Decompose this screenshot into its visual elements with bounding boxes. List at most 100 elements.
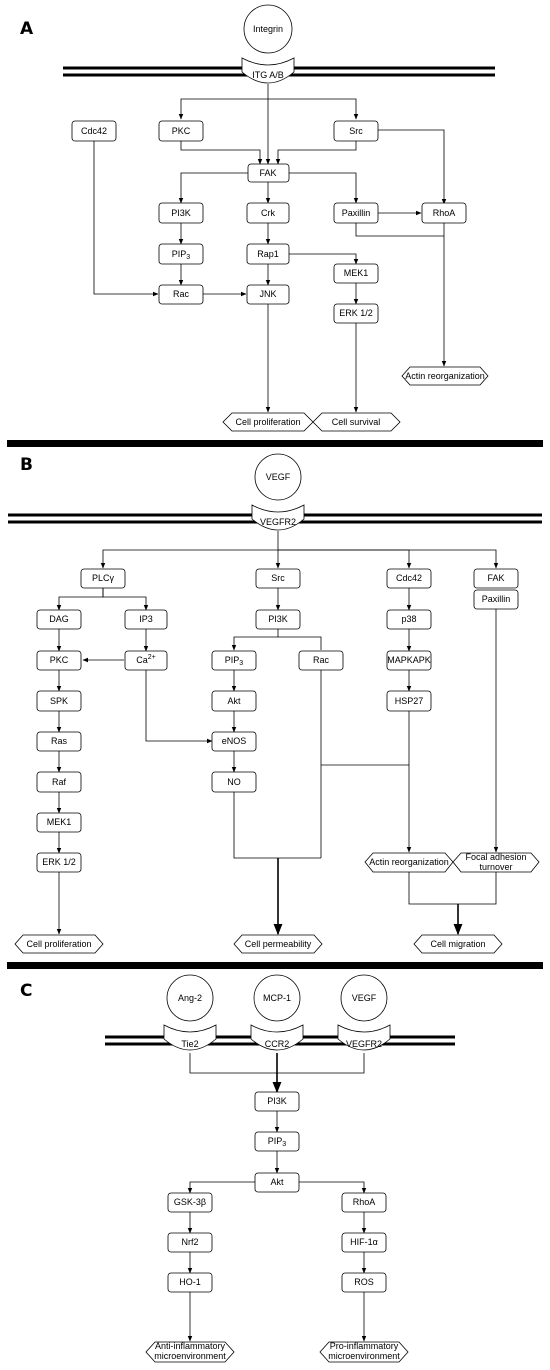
svg-text:PI3K: PI3K xyxy=(171,208,191,218)
svg-text:Cell proliferation: Cell proliferation xyxy=(26,939,91,949)
svg-text:HSP27: HSP27 xyxy=(395,696,424,706)
svg-text:RhoA: RhoA xyxy=(353,1197,376,1207)
node-b-mek1: MEK1 xyxy=(36,812,82,833)
node-b-raf: Raf xyxy=(36,771,82,793)
node-a-jnk: JNK xyxy=(246,284,290,305)
node-b-hsp27: HSP27 xyxy=(386,690,432,712)
node-a-rap1: Rap1 xyxy=(246,243,290,265)
outcome-a-cell-proliferation: Cell proliferation xyxy=(222,412,314,432)
svg-text:Focal adhesion: Focal adhesion xyxy=(465,852,526,862)
svg-text:ROS: ROS xyxy=(354,1277,374,1287)
svg-text:HO-1: HO-1 xyxy=(179,1277,201,1287)
separator-a-b xyxy=(7,440,543,447)
panel-c-edges xyxy=(187,1053,367,1342)
node-b-plcy: PLCγ xyxy=(80,568,126,589)
vegf-receptor-b: VEGF VEGFR2 xyxy=(251,453,305,531)
svg-text:HIF-1α: HIF-1α xyxy=(350,1237,378,1247)
node-a-pkc: PKC xyxy=(158,120,204,142)
svg-text:Cell permeability: Cell permeability xyxy=(245,939,312,949)
mcp1-label: MCP-1 xyxy=(263,993,291,1003)
ang2-receptor-c: Ang-2 Tie2 xyxy=(163,974,217,1051)
panel-a: A xyxy=(20,4,495,432)
vegf-label-c: VEGF xyxy=(352,993,377,1003)
svg-text:Anti-inflammatory: Anti-inflammatory xyxy=(155,1341,226,1351)
node-c-gsk3b: GSK-3β xyxy=(167,1192,213,1213)
svg-text:RhoA: RhoA xyxy=(433,208,456,218)
svg-text:PLCγ: PLCγ xyxy=(92,573,115,583)
outcome-a-actin-reorganization: Actin reorganization xyxy=(401,366,489,386)
ccr2-label: CCR2 xyxy=(265,1039,290,1049)
node-b-fak: FAK xyxy=(473,568,519,589)
svg-text:Ca2+: Ca2+ xyxy=(136,654,156,665)
svg-text:Akt: Akt xyxy=(227,696,241,706)
ang2-label: Ang-2 xyxy=(178,993,202,1003)
node-c-rhoa: RhoA xyxy=(341,1192,387,1213)
svg-text:DAG: DAG xyxy=(49,614,69,624)
outcome-b-focal-adhesion-turnover: Focal adhesion turnover xyxy=(452,852,540,873)
svg-text:FAK: FAK xyxy=(259,168,276,178)
svg-text:Src: Src xyxy=(349,126,363,136)
svg-text:FAK: FAK xyxy=(487,573,504,583)
svg-text:ERK 1/2: ERK 1/2 xyxy=(42,857,76,867)
svg-text:Cdc42: Cdc42 xyxy=(396,573,422,583)
svg-text:Actin reorganization: Actin reorganization xyxy=(405,371,485,381)
svg-text:MEK1: MEK1 xyxy=(47,817,72,827)
svg-text:Ras: Ras xyxy=(51,736,68,746)
svg-text:Cell proliferation: Cell proliferation xyxy=(235,417,300,427)
tie2-receptor-shape xyxy=(163,1024,217,1051)
node-a-pi3k: PI3K xyxy=(158,202,204,224)
node-c-akt: Akt xyxy=(254,1172,300,1193)
outcome-a-cell-survival: Cell survival xyxy=(312,412,401,432)
outcome-c-anti-inflammatory: Anti-inflammatory microenvironment xyxy=(145,1341,235,1363)
svg-text:Actin reorganization: Actin reorganization xyxy=(369,857,449,867)
panel-c-label: C xyxy=(20,981,32,1001)
node-a-mek1: MEK1 xyxy=(333,263,379,284)
node-b-enos: eNOS xyxy=(211,731,257,752)
node-c-pip3: PIP3 xyxy=(254,1131,300,1152)
integrin-label: Integrin xyxy=(253,24,283,34)
outcome-c-pro-inflammatory: Pro-inflammatory microenvironment xyxy=(319,1341,409,1363)
node-a-pip3: PIP3 xyxy=(158,243,204,265)
svg-text:Rac: Rac xyxy=(313,655,330,665)
node-c-ros: ROS xyxy=(341,1272,387,1293)
node-a-paxillin: Paxillin xyxy=(333,202,379,224)
node-c-ho1: HO-1 xyxy=(167,1272,213,1293)
node-b-pip3: PIP3 xyxy=(211,650,257,671)
svg-text:Paxillin: Paxillin xyxy=(342,208,371,218)
svg-text:PI3K: PI3K xyxy=(267,1096,287,1106)
node-a-erk: ERK 1/2 xyxy=(333,303,379,324)
svg-text:IP3: IP3 xyxy=(139,614,153,624)
vegfr2-receptor-shape-b xyxy=(251,504,305,531)
node-b-erk: ERK 1/2 xyxy=(36,852,82,873)
vegfr2-label-b: VEGFR2 xyxy=(260,517,296,527)
outcome-b-cell-proliferation: Cell proliferation xyxy=(14,934,104,954)
vegfr2-receptor-shape-c xyxy=(337,1024,391,1051)
panel-b-label: B xyxy=(20,455,33,475)
node-a-rhoa: RhoA xyxy=(421,202,467,224)
node-a-cdc42: Cdc42 xyxy=(71,120,117,142)
svg-text:turnover: turnover xyxy=(479,862,512,872)
node-a-fak: FAK xyxy=(247,163,290,183)
svg-text:microenvironment: microenvironment xyxy=(154,1351,226,1361)
svg-text:Rap1: Rap1 xyxy=(257,249,279,259)
ang2-ligand xyxy=(166,974,214,1022)
node-b-dag: DAG xyxy=(36,609,82,630)
svg-text:PKC: PKC xyxy=(50,655,69,665)
outcome-b-actin-reorganization: Actin reorganization xyxy=(364,852,454,873)
node-a-rac: Rac xyxy=(158,284,204,305)
svg-text:PIP3: PIP3 xyxy=(225,655,244,667)
svg-text:MAPKAPK: MAPKAPK xyxy=(387,655,431,665)
svg-text:Pro-inflammatory: Pro-inflammatory xyxy=(330,1341,399,1351)
vegf-receptor-c: VEGF VEGFR2 xyxy=(337,974,391,1051)
node-b-rac: Rac xyxy=(298,650,344,671)
svg-text:JNK: JNK xyxy=(259,289,276,299)
svg-text:Raf: Raf xyxy=(52,777,67,787)
node-a-src: Src xyxy=(333,120,379,142)
node-b-pkc: PKC xyxy=(36,650,82,671)
svg-text:GSK-3β: GSK-3β xyxy=(174,1197,206,1207)
panel-c: C Ang-2 Tie2 MCP-1 CCR2 xyxy=(20,974,455,1363)
svg-text:eNOS: eNOS xyxy=(222,736,247,746)
integrin-receptor: Integrin ITG A/B xyxy=(241,4,295,84)
node-a-crk: Crk xyxy=(246,202,290,224)
